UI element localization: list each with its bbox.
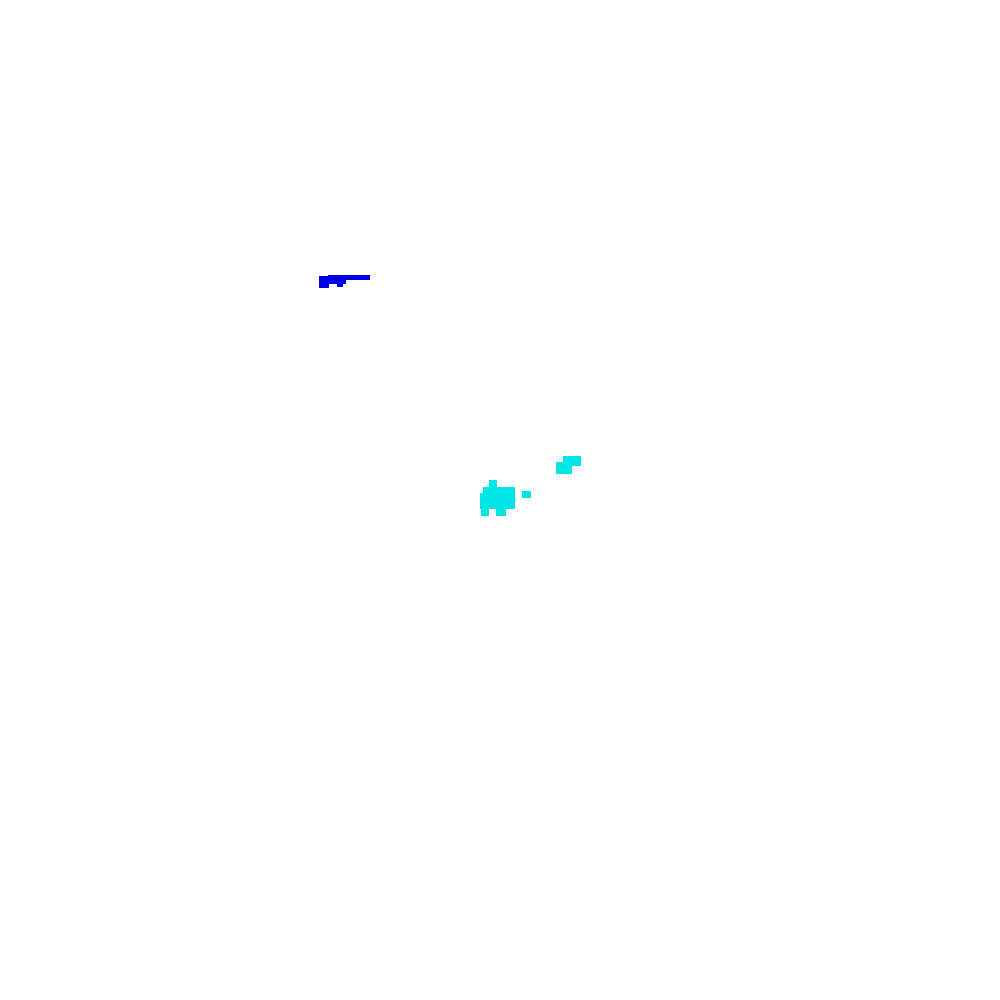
cyan-upper-block-b bbox=[556, 462, 572, 474]
cyan-main-body bbox=[483, 487, 515, 509]
cyan-main-tip bbox=[489, 480, 497, 488]
blue-blob-bar-top bbox=[328, 275, 370, 280]
cyan-main-left bbox=[480, 493, 486, 509]
cyan-main-foot-right bbox=[496, 508, 506, 516]
cyan-dot-block bbox=[522, 491, 531, 498]
cyan-upper-block-a bbox=[563, 456, 581, 466]
blue-blob-left-block bbox=[319, 276, 329, 288]
blue-blob-drip bbox=[337, 283, 343, 287]
cyan-main-foot-left bbox=[481, 508, 489, 516]
blue-blob-mid-block bbox=[329, 279, 346, 284]
